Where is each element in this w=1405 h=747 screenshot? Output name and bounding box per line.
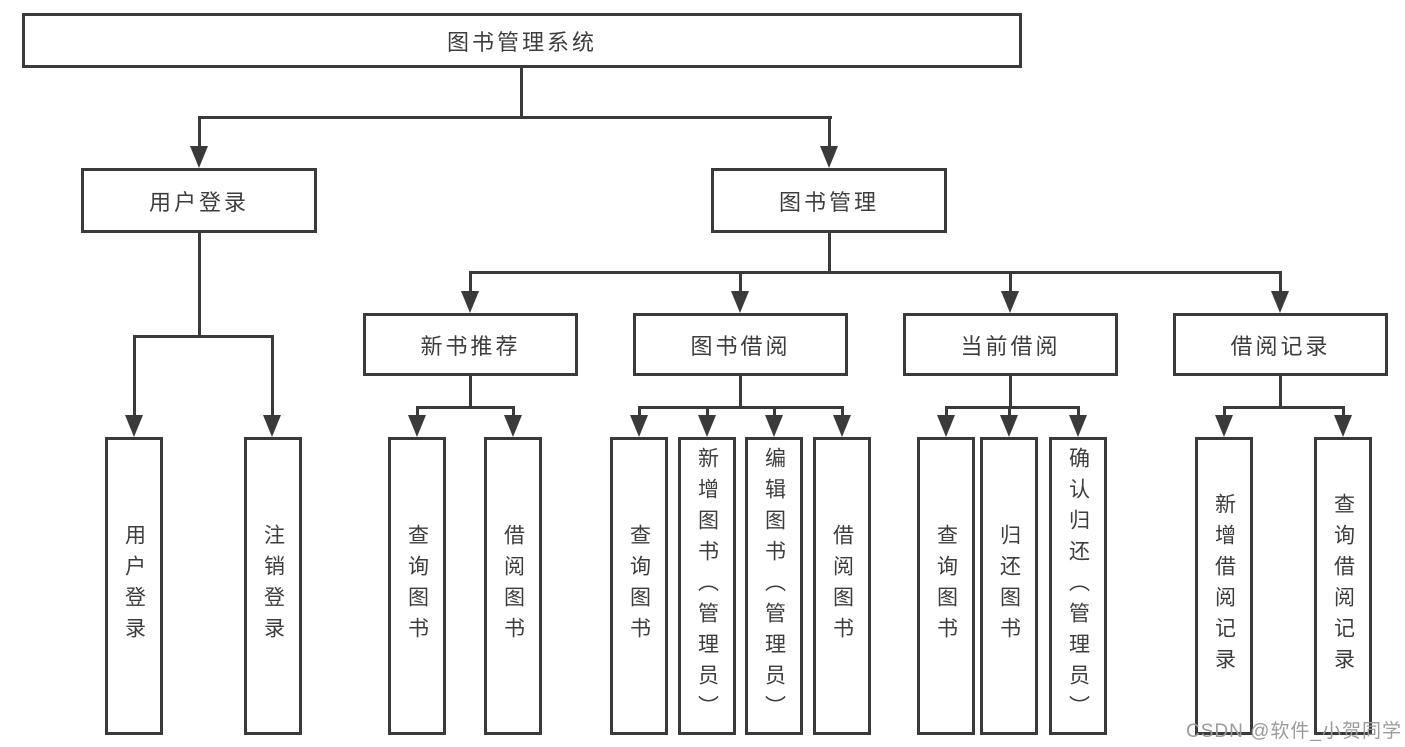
connector-drop-hist-add (1223, 406, 1226, 417)
leaf-add-borrow-record-label: 新增借阅记录 (1212, 493, 1236, 679)
arrow-down-icon (1001, 291, 1019, 313)
arrow-down-icon (461, 291, 479, 313)
node-new-book-recommend: 新书推荐 (363, 313, 578, 376)
connector-root-bus (198, 116, 832, 119)
arrow-down-icon (1069, 415, 1087, 437)
arrow-down-icon (1215, 415, 1233, 437)
connector-root-stem (520, 68, 523, 117)
arrow-down-icon (190, 146, 208, 168)
leaf-borrow-query-book-label: 查询图书 (627, 524, 651, 648)
leaf-add-book-admin: 新增图书（管理员） (678, 437, 736, 735)
node-current-borrow: 当前借阅 (903, 313, 1118, 376)
leaf-return-book: 归还图书 (980, 437, 1038, 735)
leaf-user-login-label: 用户登录 (122, 524, 146, 648)
leaf-query-borrow-record-label: 查询借阅记录 (1331, 493, 1355, 679)
arrow-down-icon (1000, 415, 1018, 437)
node-book-borrow-label: 图书借阅 (690, 333, 791, 359)
connector-drop-bor-borrow (841, 406, 844, 417)
node-root-label: 图书管理系统 (446, 29, 597, 55)
connector-drop-hist-query (1342, 406, 1345, 417)
leaf-user-login: 用户登录 (105, 437, 163, 735)
connector-current-bus (945, 406, 1079, 409)
node-user-login-label: 用户登录 (148, 189, 249, 215)
leaf-recommend-query-book: 查询图书 (388, 437, 446, 735)
node-book-mgmt: 图书管理 (711, 168, 947, 233)
node-user-login: 用户登录 (81, 168, 317, 233)
leaf-query-borrow-record: 查询借阅记录 (1314, 437, 1372, 735)
connector-records-stem (1279, 376, 1282, 408)
connector-mgmt-bus (469, 271, 1282, 274)
leaf-add-book-admin-label: 新增图书（管理员） (695, 446, 719, 726)
arrow-down-icon (1271, 291, 1289, 313)
connector-drop-bor-add (706, 406, 709, 417)
connector-drop-cur-return (1008, 406, 1011, 417)
node-book-borrow: 图书借阅 (633, 313, 848, 376)
node-new-book-recommend-label: 新书推荐 (420, 333, 521, 359)
connector-drop-bor-query (638, 406, 641, 417)
connector-login-stem (198, 233, 201, 337)
node-current-borrow-label: 当前借阅 (960, 333, 1061, 359)
arrow-down-icon (765, 415, 783, 437)
leaf-confirm-return-admin: 确认归还（管理员） (1049, 437, 1107, 735)
arrow-down-icon (408, 415, 426, 437)
arrow-down-icon (698, 415, 716, 437)
connector-drop-cur-query (945, 406, 948, 417)
node-borrow-records-label: 借阅记录 (1230, 333, 1331, 359)
connector-records-bus (1223, 406, 1344, 409)
connector-drop-logout-leaf (271, 335, 274, 417)
arrow-down-icon (1334, 415, 1352, 437)
connector-drop-rec-borrow (512, 406, 515, 417)
arrow-down-icon (731, 291, 749, 313)
connector-current-stem (1009, 376, 1012, 408)
connector-drop-records (1279, 271, 1282, 293)
arrow-down-icon (630, 415, 648, 437)
connector-borrow-bus (638, 406, 843, 409)
leaf-recommend-query-book-label: 查询图书 (405, 524, 429, 648)
leaf-logout-label: 注销登录 (261, 524, 285, 648)
arrow-down-icon (937, 415, 955, 437)
leaf-add-borrow-record: 新增借阅记录 (1195, 437, 1253, 735)
arrow-down-icon (504, 415, 522, 437)
arrow-down-icon (833, 415, 851, 437)
connector-mgmt-stem (828, 233, 831, 273)
connector-drop-current (1009, 271, 1012, 293)
connector-drop-cur-confirm (1077, 406, 1080, 417)
connector-recommend-stem (469, 376, 472, 408)
leaf-borrow-book: 借阅图书 (813, 437, 871, 735)
connector-drop-login (198, 116, 201, 148)
connector-drop-bor-edit (773, 406, 776, 417)
leaf-current-query-book-label: 查询图书 (934, 524, 958, 648)
leaf-edit-book-admin: 编辑图书（管理员） (745, 437, 803, 735)
leaf-current-query-book: 查询图书 (917, 437, 975, 735)
connector-drop-rec-query (416, 406, 419, 417)
node-book-mgmt-label: 图书管理 (778, 189, 879, 215)
connector-drop-borrow (739, 271, 742, 293)
arrow-down-icon (263, 415, 281, 437)
csdn-watermark: CSDN @软件_小贺同学 (1186, 721, 1402, 742)
connector-drop-login-leaf (133, 335, 136, 417)
node-root: 图书管理系统 (22, 13, 1022, 68)
connector-login-bus (133, 335, 274, 338)
leaf-confirm-return-admin-label: 确认归还（管理员） (1066, 446, 1090, 726)
arrow-down-icon (820, 146, 838, 168)
connector-drop-mgmt (828, 116, 831, 148)
arrow-down-icon (125, 415, 143, 437)
connector-drop-recommend (469, 271, 472, 293)
node-borrow-records: 借阅记录 (1173, 313, 1388, 376)
leaf-recommend-borrow-book: 借阅图书 (484, 437, 542, 735)
leaf-recommend-borrow-book-label: 借阅图书 (501, 524, 525, 648)
leaf-borrow-book-label: 借阅图书 (830, 524, 854, 648)
leaf-borrow-query-book: 查询图书 (610, 437, 668, 735)
connector-borrow-stem (739, 376, 742, 408)
leaf-logout: 注销登录 (244, 437, 302, 735)
leaf-edit-book-admin-label: 编辑图书（管理员） (762, 446, 786, 726)
connector-recommend-bus (416, 406, 515, 409)
leaf-return-book-label: 归还图书 (997, 524, 1021, 648)
